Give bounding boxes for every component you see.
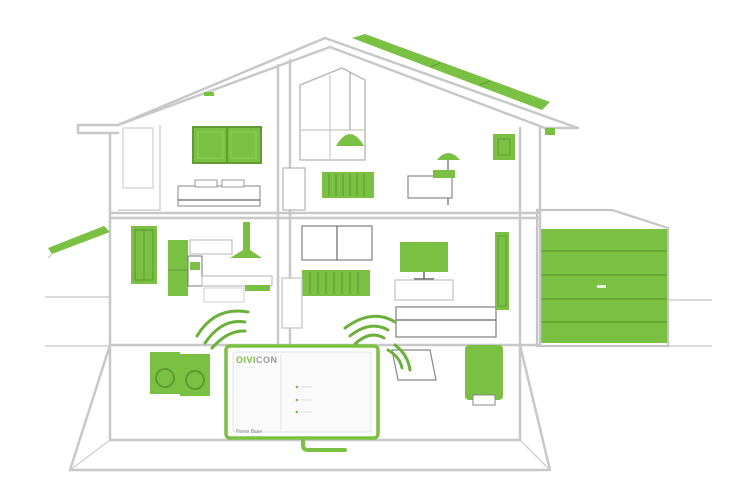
garage-handle <box>597 285 606 288</box>
living-room-door <box>495 232 509 310</box>
attic <box>282 67 515 211</box>
garage <box>535 208 670 348</box>
pendant-lamp <box>336 134 364 146</box>
home-base-device <box>224 344 380 452</box>
basement <box>150 345 503 406</box>
bedroom <box>122 126 262 207</box>
television <box>400 242 448 272</box>
fridge <box>168 240 188 296</box>
house-structure <box>68 36 580 472</box>
radiator-living <box>302 270 370 296</box>
wireless-signal-right <box>343 314 412 372</box>
wireless-signal-left <box>195 309 250 350</box>
entrance-canopy <box>47 226 110 259</box>
radiator-upper <box>322 172 374 198</box>
sofa <box>395 306 497 338</box>
roof-vent <box>204 92 555 135</box>
armchair <box>407 175 453 199</box>
extractor-hood <box>230 222 262 258</box>
boiler <box>465 345 503 400</box>
bed <box>177 185 261 207</box>
ground-lines <box>45 296 712 347</box>
brand-logo: OIVICON <box>236 355 278 365</box>
device-label: Home Base <box>236 429 262 435</box>
floor-lamp <box>437 153 460 160</box>
roof-solar-panel <box>352 34 550 110</box>
living-room <box>281 225 509 338</box>
kitchen <box>131 222 273 303</box>
small-window <box>493 134 515 160</box>
